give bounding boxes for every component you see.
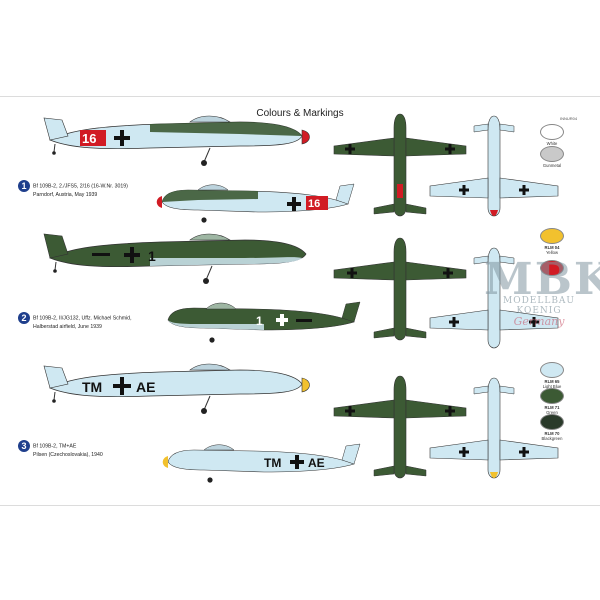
scheme-3-starboard-profile: TM AE <box>162 443 361 483</box>
mbk-watermark: MBK MODELLBAU KOENIG Germany <box>484 254 600 329</box>
colour-swatch-yellow: RLM 04 Yellow <box>532 228 572 255</box>
scheme-2-number: 2 <box>18 312 30 324</box>
scheme-2-starboard-profile: 1 <box>167 301 361 343</box>
scheme-3-port-marking-left: TM <box>82 379 102 395</box>
colour-swatch-green: RLM 71 Green <box>532 388 572 415</box>
scheme-2-starboard-marking: 1 <box>256 314 263 328</box>
swatch-name: Green <box>546 410 558 415</box>
scheme-3-top-view <box>333 375 467 479</box>
swatch-code: RLM 70 <box>544 431 560 436</box>
scheme-3-port-profile: TM AE <box>43 363 310 414</box>
scheme-2-line1: Bf 109B-2, II/JG132, Uffz. Michael Schmi… <box>33 315 132 322</box>
colour-swatch-light-blue: RLM 65 Light Blue <box>532 362 572 389</box>
colour-swatch-blackgreen: RLM 70 Blackgreen <box>532 414 572 441</box>
mbk-subtitle: MODELLBAU KOENIG <box>502 296 576 316</box>
mbk-country: Germany <box>513 315 565 328</box>
swatch-name: Yellow <box>546 250 558 255</box>
swatch-code: RLM 65 <box>544 379 560 384</box>
scheme-2-top-view <box>333 237 467 341</box>
scheme-3-starboard-marking-left: TM <box>264 456 281 470</box>
swatch-chip <box>540 124 564 140</box>
colour-swatch-gunmetal: Gunmetal <box>532 146 572 168</box>
colour-swatch-white: White <box>532 124 572 146</box>
mbk-logo-text: MBK <box>484 254 600 305</box>
colour-swatch-red <box>532 260 572 277</box>
scheme-3-line2: Pilsen (Czechoslovakia), 1940 <box>33 452 103 458</box>
sheet-code: INNUR04 <box>560 116 578 121</box>
scheme-1-port-profile: 16 <box>43 115 310 166</box>
swatch-name: Gunmetal <box>542 163 562 168</box>
scheme-2-bottom-view <box>429 247 559 349</box>
swatch-name: White <box>546 141 558 146</box>
scheme-1-line1: Bf 109B-2, 2./JFS5, 2/16 (16-W.Nr. 3019) <box>33 183 128 190</box>
scheme-3-line1: Bf 109B-2, TM+AE <box>33 443 77 450</box>
scheme-1-bottom-view <box>429 115 559 217</box>
scheme-1-top-view <box>333 113 467 217</box>
scheme-1-port-marking: 16 <box>82 131 96 146</box>
sheet-title: Colours & Markings <box>256 108 344 119</box>
scheme-3-port-marking-right: AE <box>136 379 155 395</box>
scheme-2-line2: Halberstad airfield, June 1939 <box>33 324 102 330</box>
swatch-code: RLM 71 <box>544 405 560 410</box>
scheme-2-port-profile: 1 <box>43 233 307 284</box>
swatch-name: Light Blue <box>542 384 562 389</box>
scheme-1-number: 1 <box>18 180 30 192</box>
scheme-3-starboard-marking-right: AE <box>308 456 325 470</box>
swatch-code: RLM 04 <box>544 245 560 250</box>
swatch-name: Blackgreen <box>541 436 563 441</box>
scheme-1-starboard-marking: 16 <box>308 198 320 210</box>
scheme-1-starboard-profile: 16 <box>156 183 355 223</box>
scheme-2-port-marking: 1 <box>148 248 156 264</box>
scheme-3-bottom-view <box>429 377 559 479</box>
scheme-1-line2: Parndorf, Austria, May 1939 <box>33 192 98 198</box>
scheme-3-number: 3 <box>18 440 30 452</box>
